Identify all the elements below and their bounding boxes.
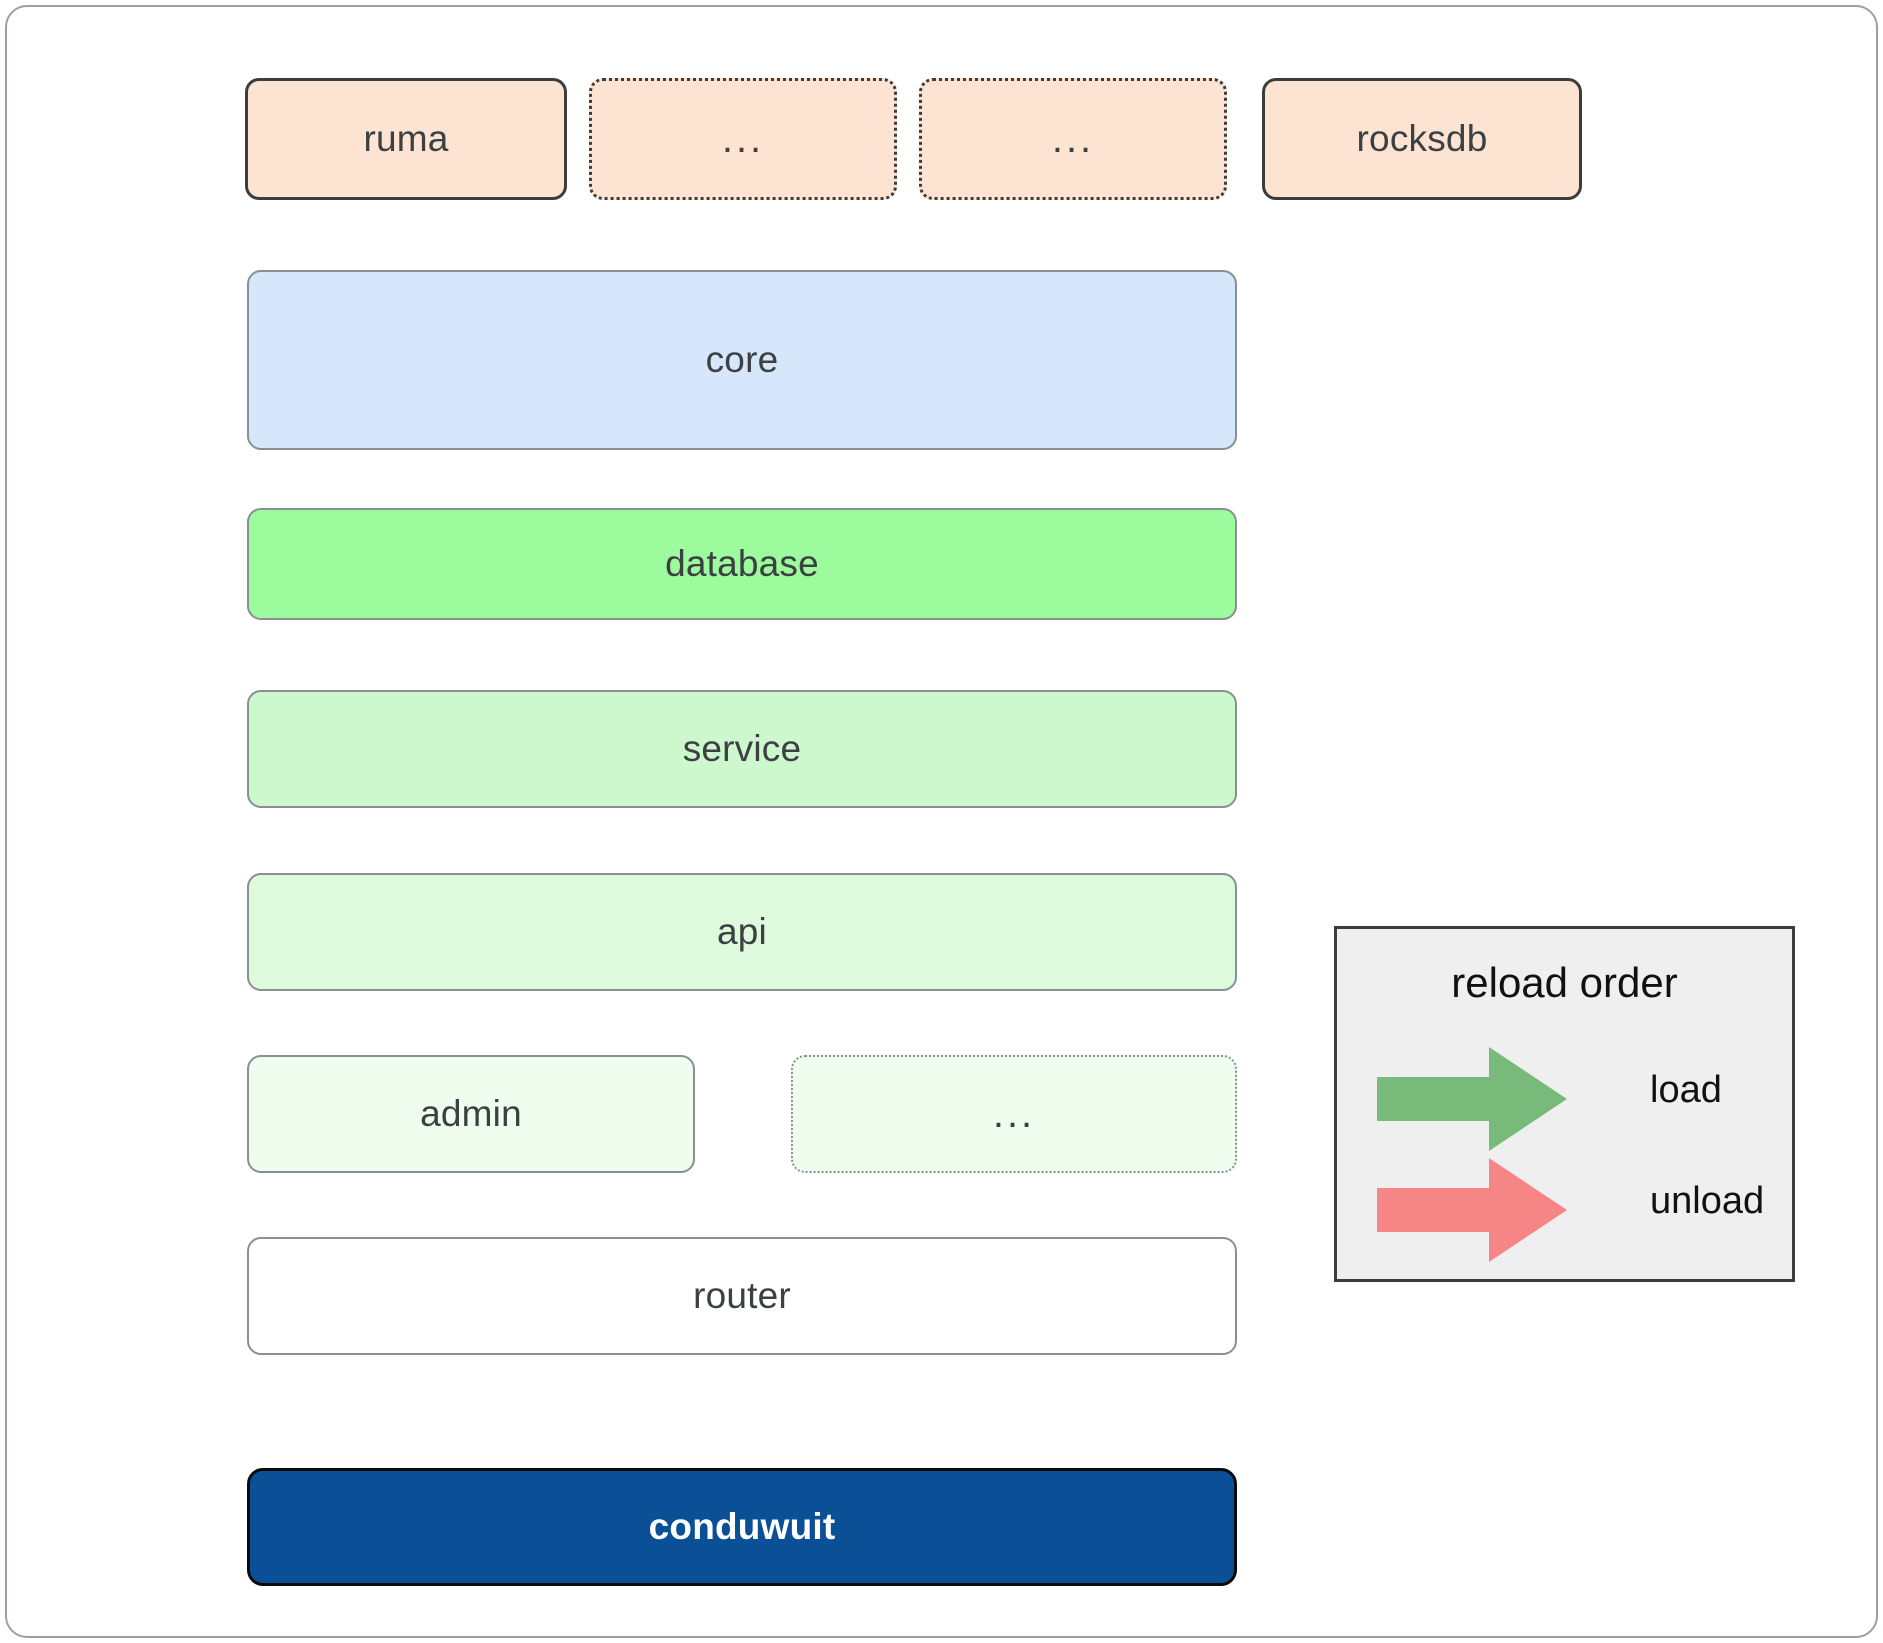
legend-unload-label: unload <box>1650 1180 1765 1222</box>
node-api-label: api <box>717 911 767 952</box>
node-dep-placeholder-1-label: ... <box>721 117 765 161</box>
node-stack-placeholder-label: ... <box>992 1092 1036 1136</box>
node-ruma-label: ruma <box>363 118 449 159</box>
node-rocksdb[interactable]: rocksdb <box>1262 78 1582 200</box>
legend-panel: reload order load unload <box>1334 926 1795 1282</box>
diagram-canvas <box>5 5 1878 1638</box>
node-admin[interactable]: admin <box>247 1055 695 1173</box>
legend-load-arrow-icon <box>1377 1047 1567 1151</box>
node-ruma[interactable]: ruma <box>245 78 567 200</box>
node-service[interactable]: service <box>247 690 1237 808</box>
node-database[interactable]: database <box>247 508 1237 620</box>
node-service-label: service <box>682 728 802 769</box>
node-dep-placeholder-2-label: ... <box>1051 117 1095 161</box>
node-dep-placeholder-1[interactable]: ... <box>589 78 897 200</box>
node-conduwuit[interactable]: conduwuit <box>247 1468 1237 1586</box>
node-core[interactable]: core <box>247 270 1237 450</box>
node-stack-placeholder[interactable]: ... <box>791 1055 1237 1173</box>
node-api[interactable]: api <box>247 873 1237 991</box>
node-rocksdb-label: rocksdb <box>1356 118 1488 159</box>
node-router-label: router <box>693 1275 791 1316</box>
node-conduwuit-label: conduwuit <box>648 1506 836 1547</box>
node-router[interactable]: router <box>247 1237 1237 1355</box>
legend-row-load: load <box>1337 1047 1792 1151</box>
legend-unload-arrow-icon <box>1377 1158 1567 1262</box>
legend-row-unload: unload <box>1337 1158 1792 1262</box>
node-admin-label: admin <box>420 1093 522 1134</box>
node-database-label: database <box>665 543 819 584</box>
legend-title: reload order <box>1451 959 1678 1006</box>
legend-load-label: load <box>1650 1069 1722 1111</box>
node-core-label: core <box>705 339 779 380</box>
node-dep-placeholder-2[interactable]: ... <box>919 78 1227 200</box>
